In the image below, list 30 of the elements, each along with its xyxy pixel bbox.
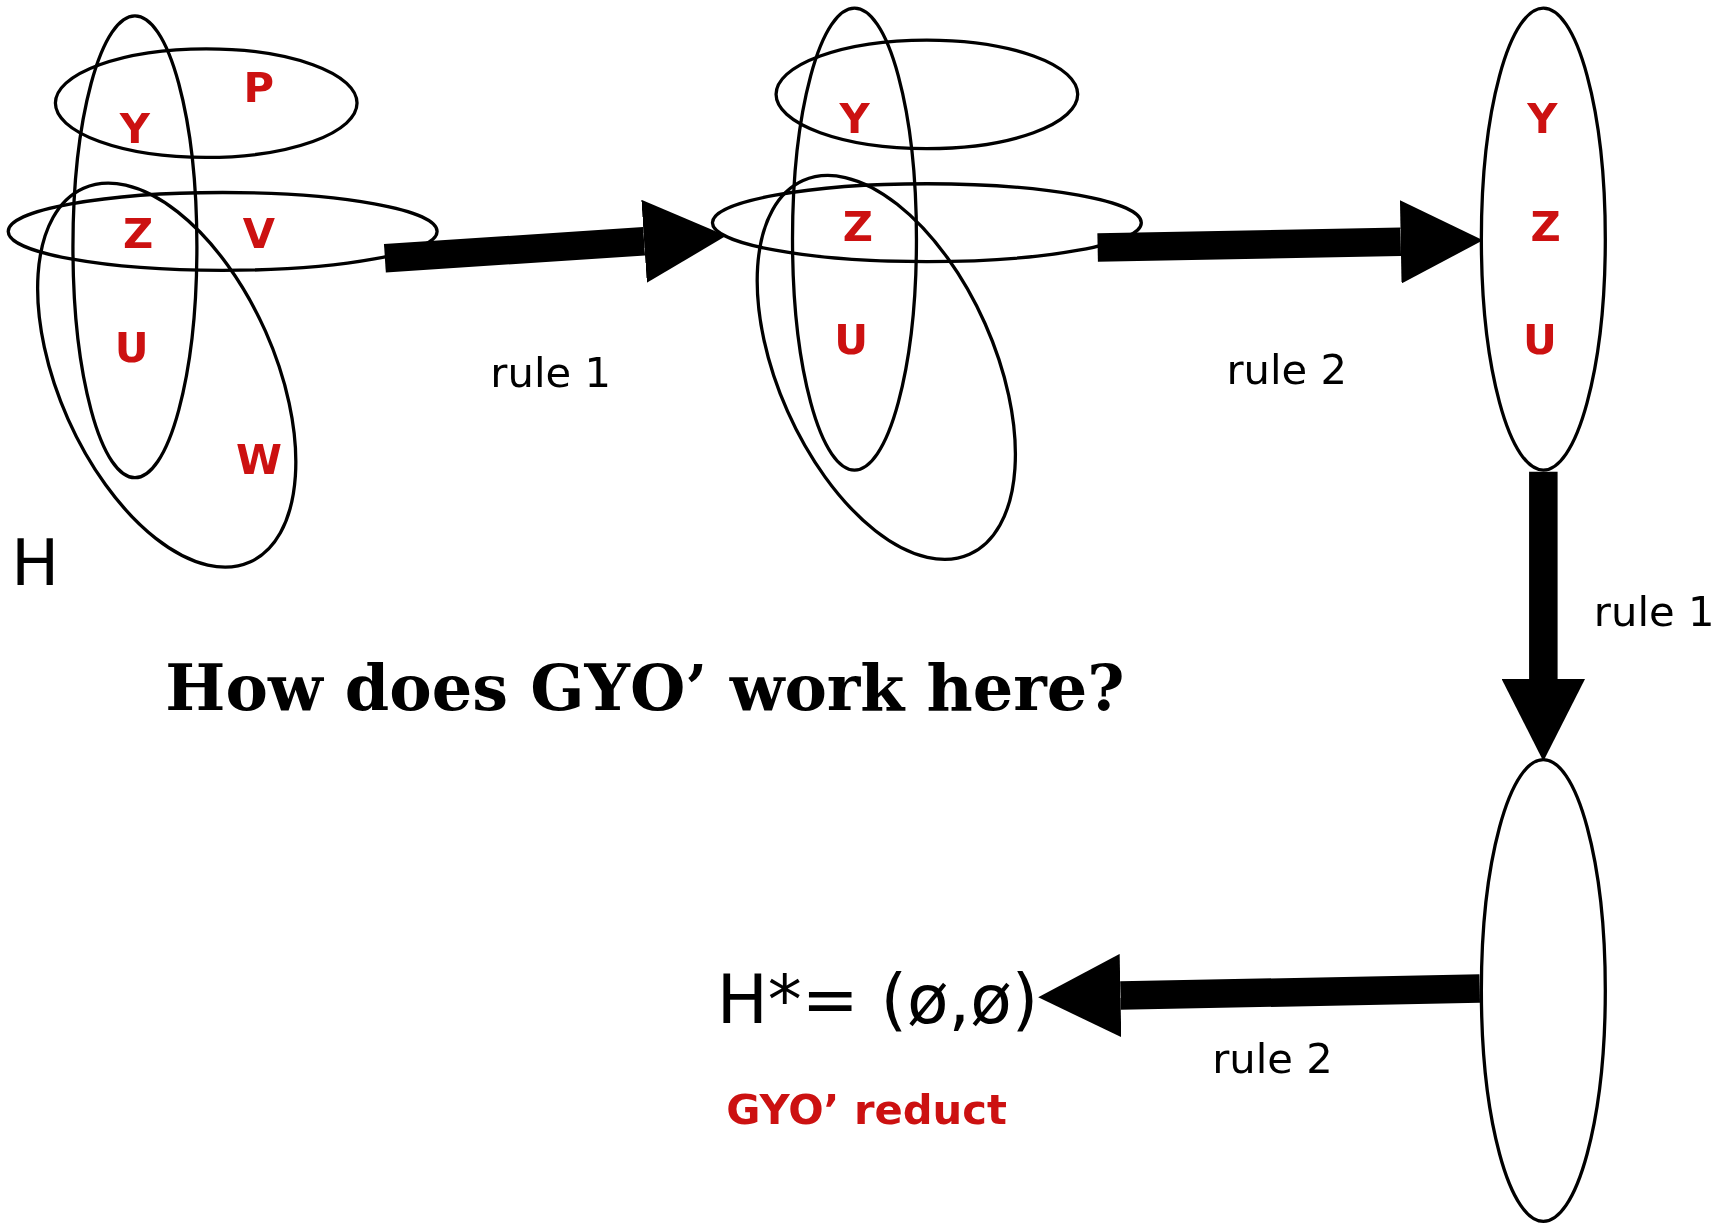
edge-label: rule 1 xyxy=(1593,591,1715,633)
vertex-letter: U xyxy=(1523,319,1557,361)
block-arrow xyxy=(1038,953,1481,1038)
question-title: How does GYO’ work here? xyxy=(165,655,1125,720)
vertex-letter: Z xyxy=(842,206,873,248)
vertex-letter: Y xyxy=(119,107,150,150)
graph-name: H xyxy=(11,530,60,595)
vertex-letter: Z xyxy=(123,212,154,255)
hyperedge-ellipse xyxy=(774,38,1080,151)
block-arrow xyxy=(1097,200,1483,284)
edge-label: rule 2 xyxy=(1226,348,1347,391)
vertex-letter: U xyxy=(834,319,869,361)
hyperedge-ellipse xyxy=(1479,757,1607,1224)
vertex-letter: Y xyxy=(1527,97,1558,140)
vertex-letter: U xyxy=(114,326,149,369)
hyperedge-ellipse xyxy=(71,14,199,480)
vertex-letter: Y xyxy=(839,97,870,140)
vertex-letter: Z xyxy=(1530,206,1561,248)
vertex-letter: W xyxy=(235,438,282,481)
edge-label: rule 2 xyxy=(1212,1037,1333,1080)
hyperedge-ellipse xyxy=(790,6,919,472)
vertex-letter: P xyxy=(243,66,275,109)
hyperedge-ellipse xyxy=(710,182,1143,264)
hyperedge-ellipse xyxy=(53,47,359,160)
hyperedge-ellipse xyxy=(1479,6,1607,472)
result-formula: H*= (ø,ø) xyxy=(716,966,1039,1035)
result-caption: GYO’ reduct xyxy=(726,1089,1007,1131)
edge-label: rule 1 xyxy=(490,352,611,394)
hyperedge-ellipse xyxy=(6,190,439,273)
vertex-letter: V xyxy=(242,212,275,255)
